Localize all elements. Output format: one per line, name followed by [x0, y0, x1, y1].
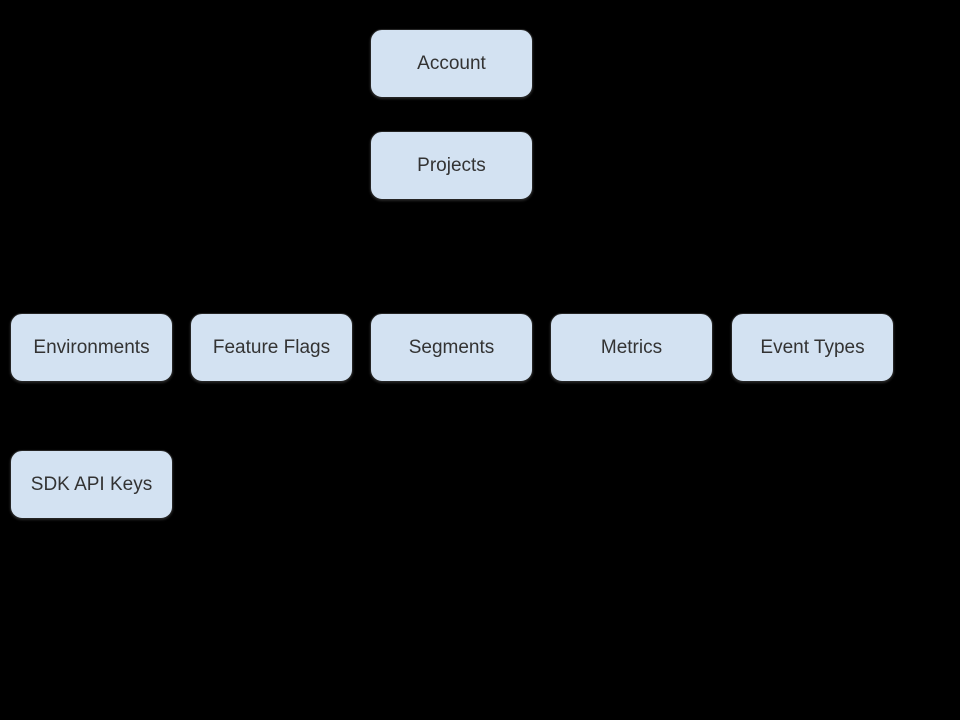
node-feature-flags-label: Feature Flags: [212, 337, 331, 358]
node-projects: Projects: [370, 131, 533, 200]
node-metrics-label: Metrics: [600, 337, 663, 358]
node-segments: Segments: [370, 313, 533, 382]
node-metrics: Metrics: [550, 313, 713, 382]
node-environments: Environments: [10, 313, 173, 382]
node-environments-label: Environments: [33, 337, 150, 358]
node-account: Account: [370, 29, 533, 98]
node-event-types: Event Types: [731, 313, 894, 382]
node-feature-flags: Feature Flags: [190, 313, 353, 382]
node-projects-label: Projects: [417, 155, 486, 176]
node-account-label: Account: [417, 53, 486, 74]
node-event-types-label: Event Types: [760, 337, 865, 358]
node-sdk-api-keys-label: SDK API Keys: [30, 474, 153, 495]
node-sdk-api-keys: SDK API Keys: [10, 450, 173, 519]
node-segments-label: Segments: [408, 337, 495, 358]
